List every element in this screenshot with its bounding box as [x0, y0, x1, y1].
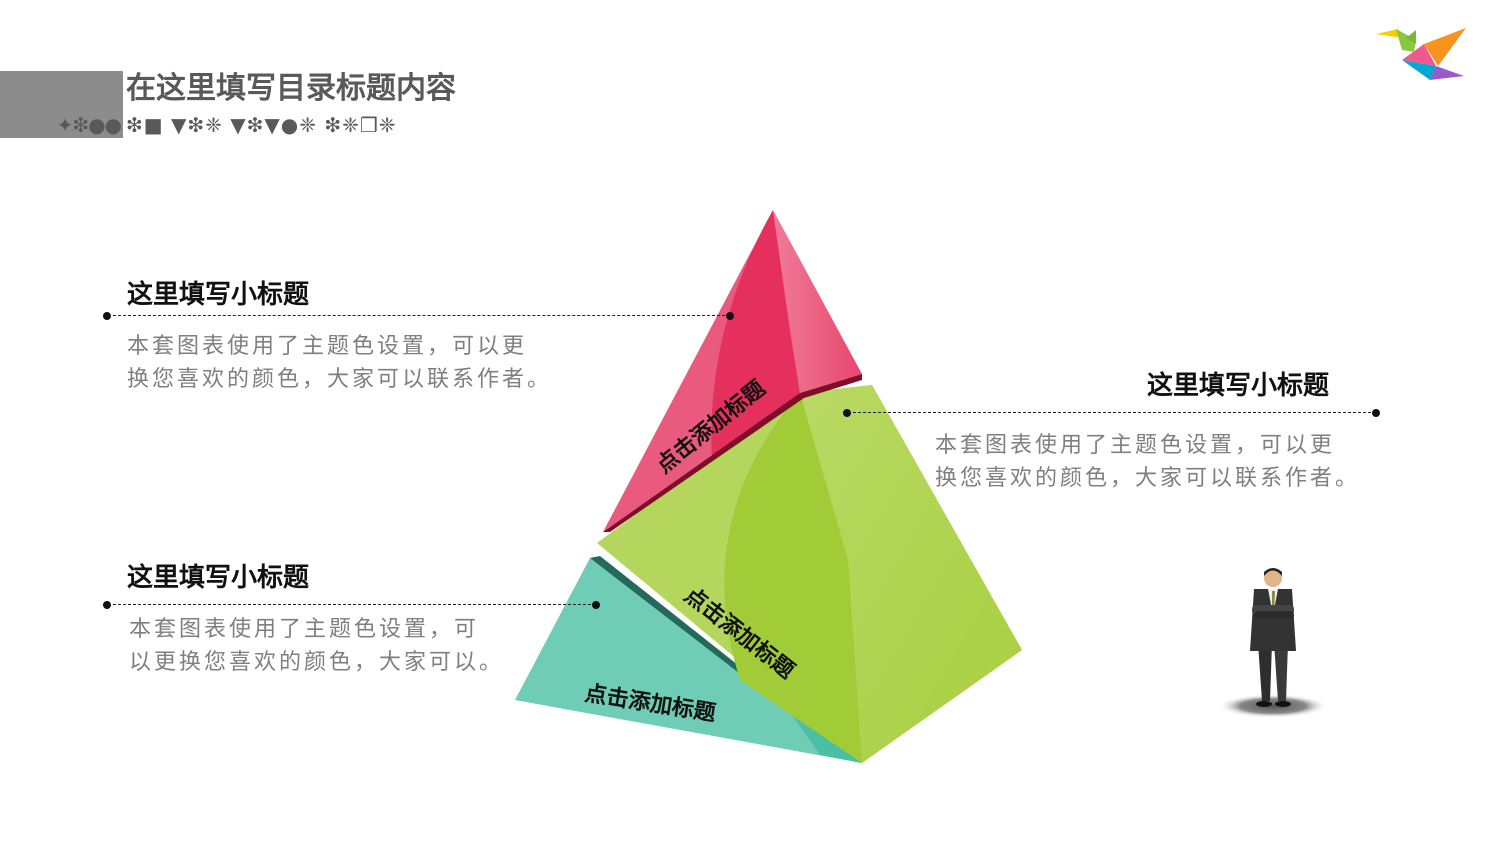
header-accent-block	[0, 71, 123, 138]
callout-3-body-line-2: 以更换您喜欢的颜色，大家可以。	[129, 650, 505, 675]
header-block-glyphs: ✦❇●●	[56, 113, 122, 137]
callout-1-body-line-1: 本套图表使用了主题色设置，可以更	[127, 334, 528, 359]
callout-2-dot-start	[843, 409, 851, 417]
page-subtitle: ❇■ ▼❇❈ ▼❇▼●❈ ❇❈❒❈	[126, 113, 397, 137]
callout-3-dot-start	[103, 601, 111, 609]
callout-1-dot-start	[103, 312, 111, 320]
callout-3-body-line-1: 本套图表使用了主题色设置，可	[129, 617, 480, 642]
callout-1-title: 这里填写小标题	[127, 280, 310, 310]
callout-3-connector	[108, 604, 596, 605]
callout-1-connector	[108, 315, 730, 316]
callout-2-title: 这里填写小标题	[1147, 371, 1330, 401]
callout-2-body-line-1: 本套图表使用了主题色设置，可以更	[935, 433, 1336, 458]
callout-2-dot-end	[1372, 409, 1380, 417]
callout-1-body-line-2: 换您喜欢的颜色，大家可以联系作者。	[127, 367, 553, 392]
callout-2-connector	[848, 412, 1376, 413]
businessman-figure-icon	[1218, 568, 1328, 718]
callout-3-title: 这里填写小标题	[127, 563, 310, 593]
callout-2-body-line-2: 换您喜欢的颜色，大家可以联系作者。	[935, 466, 1361, 491]
pyramid-segment-pink[interactable]: 点击添加标题	[603, 210, 862, 532]
callout-1-dot-end	[726, 312, 734, 320]
callout-3-dot-end	[592, 601, 600, 609]
pyramid-segment-green[interactable]: 点击添加标题	[597, 385, 1022, 763]
page-title: 在这里填写目录标题内容	[126, 71, 456, 106]
origami-bird-logo-icon	[1376, 28, 1466, 80]
